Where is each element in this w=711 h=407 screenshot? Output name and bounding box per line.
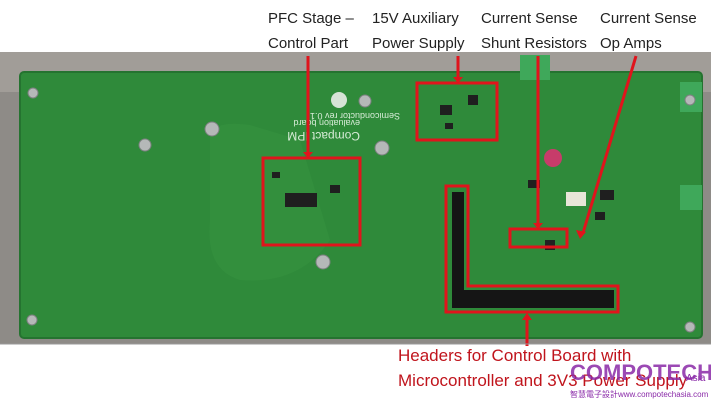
shunt-box (508, 227, 569, 249)
silkscreen-product: Compact IPM (287, 129, 360, 143)
label-pfc-line2: Control Part (268, 35, 349, 52)
label-headers-line2: Microcontroller and 3V3 Power Supply (398, 371, 688, 390)
label-shunt-line2: Shunt Resistors (481, 35, 587, 52)
label-pfc-line1: PFC Stage – (268, 10, 354, 27)
label-opamp-line1: Current Sense (600, 10, 697, 27)
watermark-brand: COMPOTECH (570, 360, 711, 385)
watermark-tagline: 智慧電子設計www.compotechasia.com (570, 390, 709, 399)
label-headers-line1: Headers for Control Board with (398, 346, 632, 365)
headers-box (444, 184, 620, 314)
label-opamp-line2: Op Amps (600, 35, 662, 52)
annotation-marks (261, 55, 638, 346)
header-pins (452, 192, 614, 308)
label-aux-line1: 15V Auxiliary (372, 10, 459, 27)
on-logo (331, 92, 347, 108)
silkscreen-company: Semiconductor rev 0.1 (310, 111, 400, 121)
pfc-box (261, 156, 362, 247)
terminal-block (520, 55, 550, 80)
label-shunt-line1: Current Sense (481, 10, 578, 27)
label-aux-line2: Power Supply (372, 35, 465, 52)
watermark-region: Asia (686, 373, 706, 384)
aux-box (415, 81, 499, 142)
inductor (544, 149, 562, 167)
silkscreen-subtitle: evaluation board (293, 118, 360, 128)
standoffs (26, 87, 696, 333)
